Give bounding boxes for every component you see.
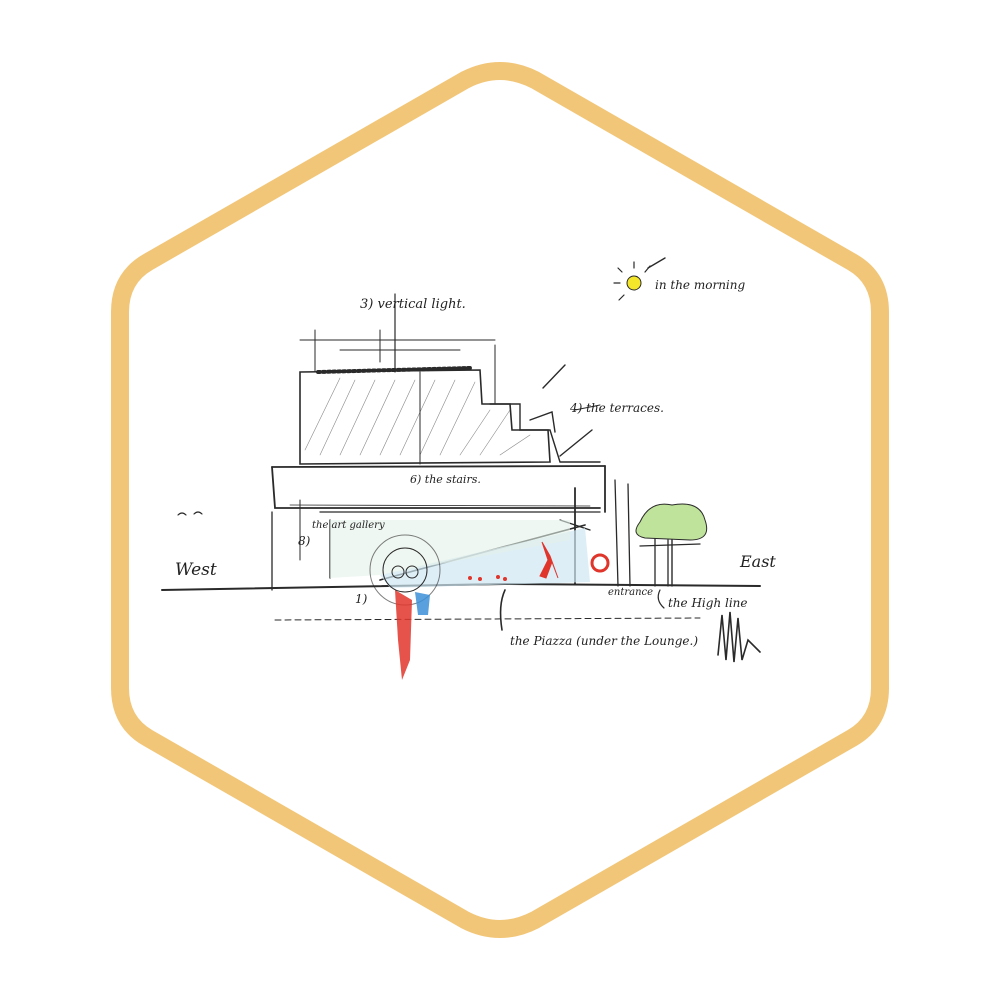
label-vertical-light: 3) vertical light. [360, 297, 466, 312]
signature-icon [717, 611, 761, 663]
label-morning: in the morning [655, 278, 745, 292]
red-dots [468, 575, 507, 581]
terraces [489, 364, 601, 463]
birds-icon [177, 511, 203, 516]
label-8: 8) [298, 534, 311, 548]
basement-line [274, 617, 701, 621]
label-high-line: the High line [668, 596, 748, 610]
ring-red-icon [590, 553, 610, 573]
flag-red-icon [539, 541, 559, 579]
label-entrance: entrance [608, 587, 653, 598]
label-stairs: 6) the stairs. [410, 473, 481, 486]
label-east: East [739, 552, 776, 571]
person-blue-icon [415, 592, 430, 615]
piazza-bracket [499, 589, 506, 631]
upper-volume [299, 366, 551, 465]
gallery-wash [330, 520, 570, 578]
person-red-icon [395, 590, 412, 680]
label-terraces: 4) the terraces. [569, 401, 664, 415]
label-1: 1) [355, 592, 368, 606]
label-west: West [175, 560, 217, 580]
label-art-gallery: the art gallery [312, 520, 385, 531]
roof-dimensions [299, 293, 496, 405]
hexagon-frame [111, 62, 889, 938]
tree-icon [635, 503, 708, 587]
main-slab [271, 465, 606, 513]
architectural-sketch [161, 257, 761, 680]
sun-icon [613, 257, 666, 301]
label-piazza: the Piazza (under the Lounge.) [510, 634, 698, 648]
sketch-labels: West East in the morning 3) vertical lig… [175, 278, 776, 648]
